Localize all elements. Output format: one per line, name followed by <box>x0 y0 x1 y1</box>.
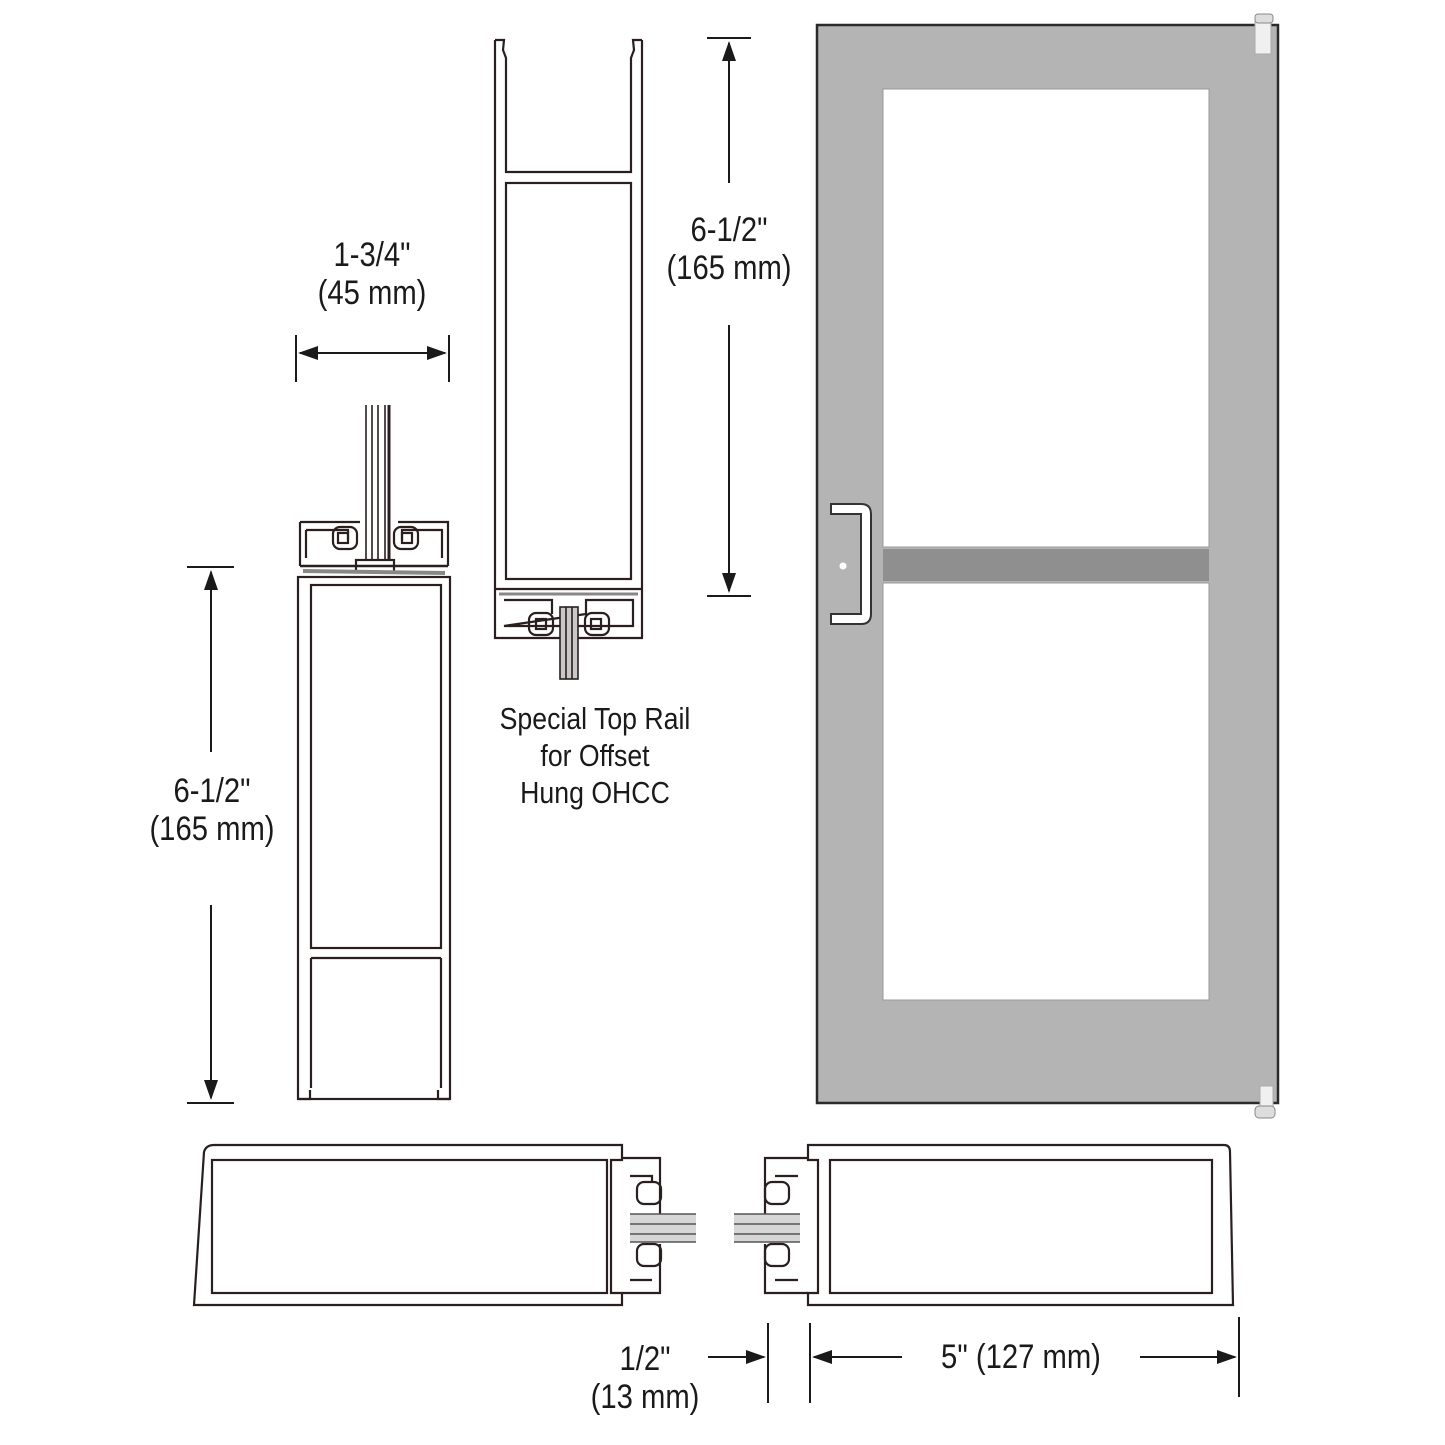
bottom-rail-height-dimension <box>187 566 234 1104</box>
left-glass-edge <box>630 1213 696 1243</box>
stile-depth-label: 5" (127 mm) <box>922 1338 1120 1376</box>
top-rail-height-metric: (165 mm) <box>666 249 792 288</box>
top-rail-height-inches: 6-1/2" <box>690 211 768 249</box>
glass-gap-label: 1/2" (13 mm) <box>581 1340 710 1416</box>
stile-depth-text: 5" (127 mm) <box>941 1338 1101 1376</box>
door-elevation <box>815 13 1280 1119</box>
top-pivot-icon <box>1254 13 1274 55</box>
stile-depth-dimension <box>809 1317 1240 1403</box>
top-rail-caption-line3: Hung OHCC <box>520 775 670 811</box>
glass-edge <box>365 405 391 570</box>
right-stile-section <box>763 1143 1235 1307</box>
top-rail-caption: Special Top Rail for Offset Hung OHCC <box>488 700 703 812</box>
mid-rail <box>883 549 1209 581</box>
stile-width-inches: 1-3/4" <box>333 236 411 274</box>
glass-gap-dimension <box>708 1323 769 1403</box>
top-rail-height-label: 6-1/2" (165 mm) <box>647 211 810 287</box>
stile-width-label: 1-3/4" (45 mm) <box>295 236 450 312</box>
bottom-rail-height-metric: (165 mm) <box>149 810 275 849</box>
stile-width-dimension <box>295 335 450 382</box>
lock-cylinder-icon <box>839 562 847 570</box>
upper-glass-panel <box>882 88 1210 548</box>
bottom-pivot-icon <box>1254 1085 1276 1119</box>
glass-edge <box>559 606 579 680</box>
bottom-rail-height-inches: 6-1/2" <box>173 772 251 810</box>
top-rail-caption-line1: Special Top Rail <box>499 701 691 736</box>
pull-handle-icon <box>830 503 872 625</box>
lower-glass-panel <box>882 582 1210 1001</box>
left-stile-section <box>192 1143 663 1307</box>
special-top-rail-section <box>493 38 644 680</box>
bottom-rail-height-label: 6-1/2" (165 mm) <box>135 772 290 848</box>
bottom-rail-section <box>296 405 452 1101</box>
top-rail-caption-line2: for Offset <box>540 738 650 774</box>
top-rail-height-dimension <box>707 37 751 597</box>
right-glass-edge <box>734 1213 800 1243</box>
stile-width-metric: (45 mm) <box>317 274 427 313</box>
glass-gap-inches: 1/2" <box>619 1340 671 1378</box>
glass-gap-metric: (13 mm) <box>590 1378 700 1417</box>
